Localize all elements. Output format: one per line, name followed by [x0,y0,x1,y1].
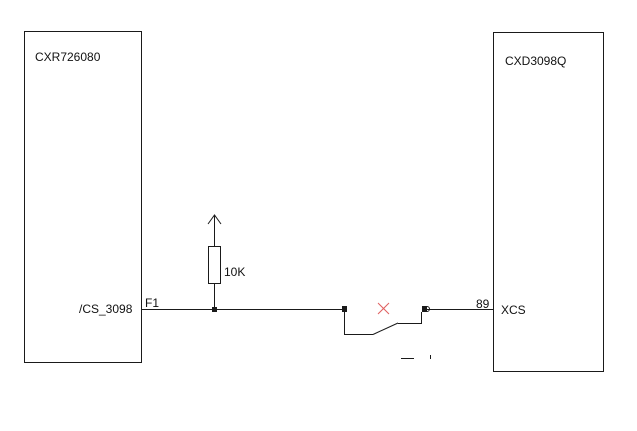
vcc-arrow-icon [207,214,222,225]
pullup-resistor-body [208,246,221,284]
right-chip-body [493,32,604,372]
switch-blade [372,322,399,335]
right-chip-name: CXD3098Q [505,54,567,68]
junction-ring-switch-right [424,306,430,312]
junction-dot-switch-left [342,306,347,312]
left-chip-body [24,31,142,363]
removed-x-icon-stroke-2 [377,302,390,315]
left-pin-signal: /CS_3098 [79,302,133,316]
junction-dot-resistor [212,307,217,312]
resistor-value: 10K [224,265,246,279]
right-pin-signal: XCS [501,303,526,317]
left-pin-number: F1 [145,296,160,310]
left-chip-name: CXR726080 [35,50,101,64]
right-pin-number: 89 [476,297,490,311]
